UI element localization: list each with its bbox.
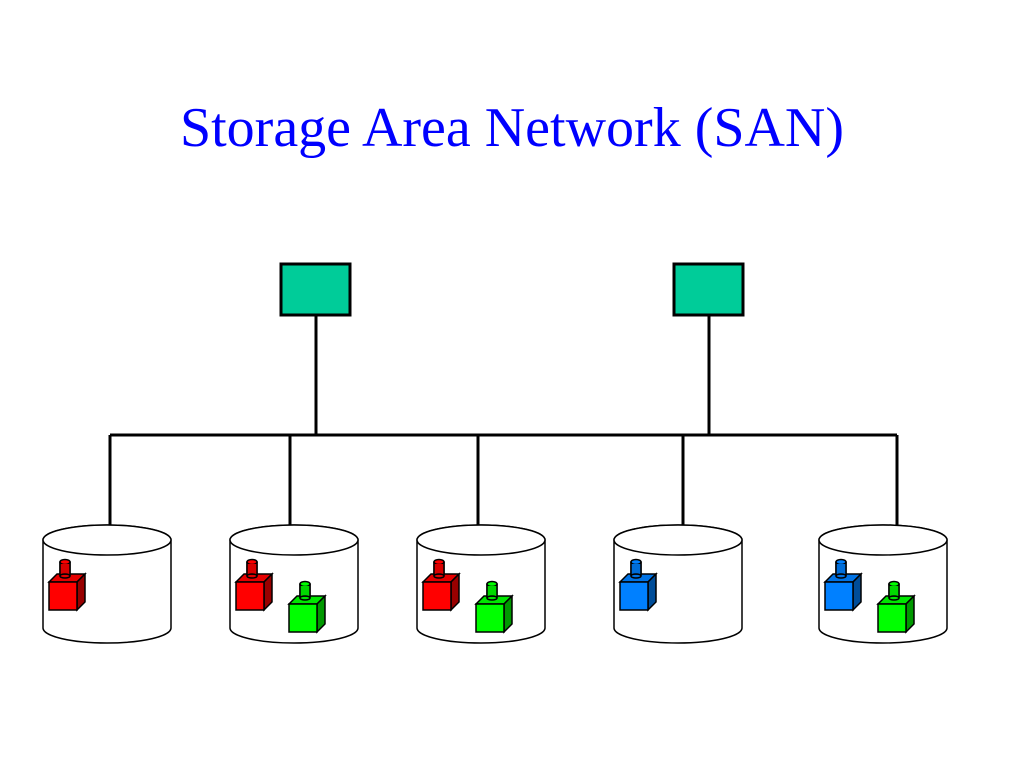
green-file-icon xyxy=(287,580,327,634)
disk-top xyxy=(42,524,172,556)
blue-file-icon xyxy=(618,558,658,612)
red-file-icon xyxy=(234,558,274,612)
slide-title: Storage Area Network (SAN) xyxy=(179,97,845,159)
red-file-icon xyxy=(47,558,87,612)
blue-file-icon xyxy=(823,558,863,612)
green-file-icon xyxy=(876,580,916,634)
server-2 xyxy=(672,262,745,317)
disk-3 xyxy=(416,524,546,644)
server-1 xyxy=(279,262,352,317)
disks xyxy=(42,524,948,644)
disk-top xyxy=(229,524,359,556)
disk-top xyxy=(818,524,948,556)
disk-top xyxy=(416,524,546,556)
green-file-icon xyxy=(474,580,514,634)
disk-top xyxy=(613,524,743,556)
disk-4 xyxy=(613,524,743,644)
disk-5 xyxy=(818,524,948,644)
disk-2 xyxy=(229,524,359,644)
red-file-icon xyxy=(421,558,461,612)
servers xyxy=(279,262,745,317)
disk-1 xyxy=(42,524,172,644)
network-lines xyxy=(108,315,899,526)
